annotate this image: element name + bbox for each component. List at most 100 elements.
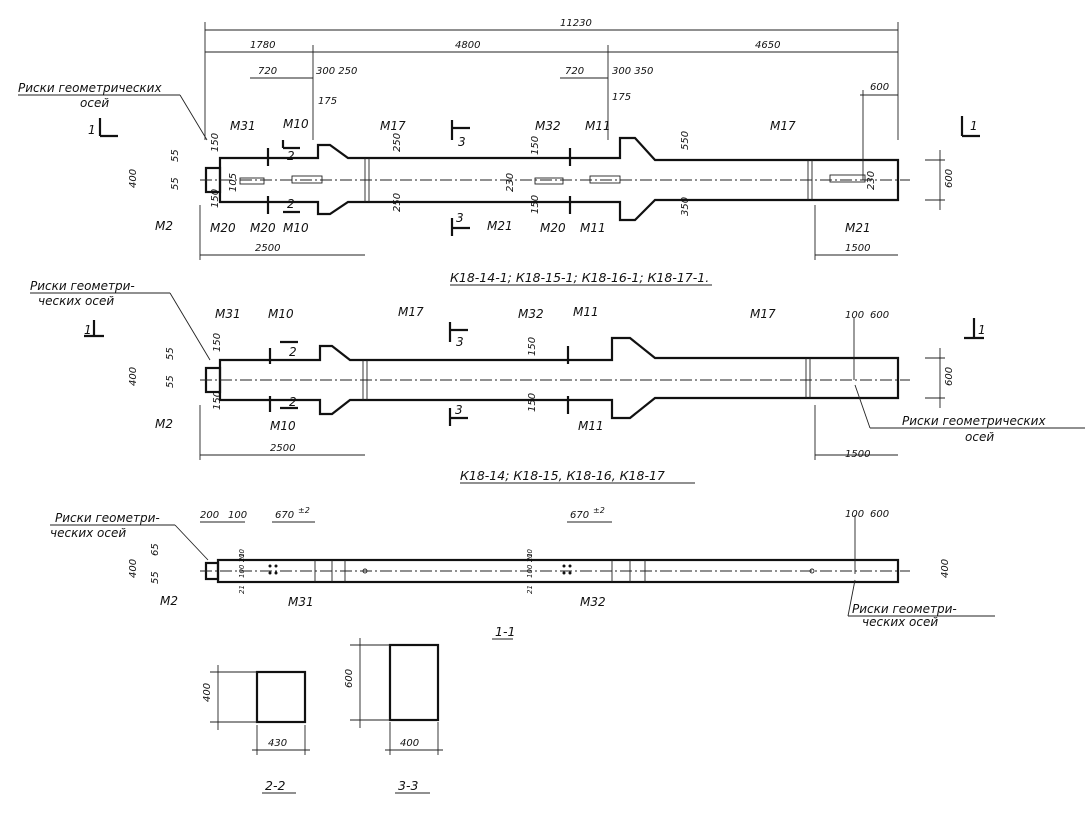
label-riski-5: Риски геометри- — [852, 602, 957, 616]
sec-3-d: 3 — [455, 403, 463, 417]
top-dimensions: 11230 1780 4800 4650 720 300 250 720 300… — [204, 18, 899, 140]
dim-400-v2: 400 — [128, 367, 139, 386]
dim-150-a: 150 — [210, 133, 221, 152]
label-m11-d: М11 — [578, 419, 604, 433]
sec-3-c: 3 — [456, 335, 464, 349]
section-3-3: 600 400 3-3 — [344, 638, 443, 794]
label-m31-a: М31 — [230, 119, 256, 133]
dim-600-b: 600 — [870, 310, 889, 321]
dim-105: 105 — [228, 173, 239, 192]
sec-1-left-b: 1 — [84, 323, 92, 337]
label-riski-1: Риски геометрических — [18, 81, 162, 95]
dim-21-a: 21 — [238, 553, 246, 562]
sec-1-left-a: 1 — [88, 123, 96, 137]
dim-85: 55 — [150, 571, 161, 584]
label-riski-2b: ческих осей — [38, 294, 114, 308]
dim-55-b: 55 — [170, 177, 181, 190]
label-m17-d: М17 — [750, 307, 776, 321]
dim-1500-a: 1500 — [845, 243, 870, 254]
section-3-3-title: 3-3 — [398, 778, 418, 793]
dim-670-a: 670 — [275, 510, 294, 521]
label-m20-b: М20 — [250, 221, 276, 235]
label-m11-c: М11 — [573, 305, 599, 319]
dim-2500-b: 2500 — [270, 443, 295, 454]
dim-600-s33v: 600 — [344, 669, 355, 688]
dim-670-b: 670 — [570, 510, 589, 521]
dim-550: 550 — [680, 131, 691, 150]
dim-1500-b: 1500 — [845, 449, 870, 460]
label-m10-b: М10 — [283, 221, 309, 235]
label-m17-b: М17 — [770, 119, 796, 133]
dim-21-d: 21 — [526, 585, 534, 594]
label-m31-b: М31 — [215, 307, 241, 321]
dim-430: 430 — [268, 738, 287, 749]
label-m17-c: М17 — [398, 305, 424, 319]
section-2-2-title: 2-2 — [265, 778, 285, 793]
label-riski-3: Риски геометрических — [902, 414, 1046, 428]
dim-150-h: 150 — [527, 393, 538, 412]
label-m2-b: М2 — [155, 417, 173, 431]
dim-600-top: 600 — [870, 82, 889, 93]
dim-4800: 4800 — [455, 40, 480, 51]
sec-3-a: 3 — [458, 135, 466, 149]
dim-100x2-b: 100 100 — [526, 549, 534, 578]
dim-250-a: 250 — [392, 133, 403, 152]
label-m11-a: М11 — [585, 119, 611, 133]
dim-400-v3a: 400 — [128, 559, 139, 578]
dim-tol-a: ±2 — [298, 506, 310, 515]
view-3-side: 200 100 670 ±2 670 ±2 100 600 400 400 65… — [50, 506, 995, 640]
view-2-title: К18-14; К18-15, К18-16, К18-17 — [460, 468, 665, 483]
sec-1-right-a: 1 — [970, 119, 978, 133]
dim-230-b: 230 — [866, 171, 877, 190]
label-riski-2: Риски геометри- — [30, 279, 135, 293]
label-m10-a: М10 — [283, 117, 309, 131]
dim-230-a: 230 — [505, 173, 516, 192]
dim-400-s33h: 400 — [400, 738, 419, 749]
dim-100-b: 100 — [228, 510, 247, 521]
dim-200: 200 — [200, 510, 219, 521]
label-m21-a: М21 — [487, 219, 513, 233]
label-m10-d: М10 — [270, 419, 296, 433]
label-m32-b: М32 — [518, 307, 544, 321]
view-1-title: К18-14-1; К18-15-1; К18-16-1; К18-17-1. — [450, 270, 709, 285]
label-m20-c: М20 — [540, 221, 566, 235]
dim-100-c: 100 — [845, 509, 864, 520]
view-2-beam: 2500 1500 100 600 600 400 55 55 150 150 … — [30, 279, 1085, 484]
dim-55-d: 55 — [165, 375, 176, 388]
dim-100x2-a: 100 100 — [238, 549, 246, 578]
label-riski-3b: осей — [965, 430, 994, 444]
dim-600-v2: 600 — [944, 367, 955, 386]
dim-150-c: 150 — [530, 136, 541, 155]
dim-400-v3b: 400 — [940, 559, 951, 578]
label-m20-a: М20 — [210, 221, 236, 235]
label-m32-c: М32 — [580, 595, 606, 609]
sec-3-b: 3 — [456, 211, 464, 225]
label-m2-c: М2 — [160, 594, 178, 608]
label-riski-4b: ческих осей — [50, 526, 126, 540]
dim-250-b: 250 — [392, 193, 403, 212]
label-m21-b: М21 — [845, 221, 871, 235]
dim-150-b: 150 — [210, 189, 221, 208]
label-m31-c: М31 — [288, 595, 314, 609]
section-2-2: 400 430 2-2 — [202, 665, 310, 794]
label-m10-c: М10 — [268, 307, 294, 321]
dim-600-v1: 600 — [944, 169, 955, 188]
view-1-beam: 2500 1500 600 400 55 55 150 150 105 250 … — [18, 81, 980, 286]
dim-175-b: 175 — [612, 92, 631, 103]
dim-150-g: 150 — [527, 337, 538, 356]
dim-350: 350 — [680, 197, 691, 216]
label-riski-4: Риски геометри- — [55, 511, 160, 525]
dim-150-e: 150 — [212, 333, 223, 352]
view-3-title: 1-1 — [495, 624, 515, 639]
dim-600-c: 600 — [870, 509, 889, 520]
dim-150-d: 150 — [530, 195, 541, 214]
sec-2-b: 2 — [287, 197, 295, 211]
dim-tol-b: ±2 — [593, 506, 605, 515]
dim-150-f: 150 — [212, 391, 223, 410]
dim-55-c: 55 — [165, 347, 176, 360]
sec-1-right-b: 1 — [978, 323, 986, 337]
dim-720-left: 720 — [258, 66, 277, 77]
sec-2-d: 2 — [289, 395, 297, 409]
label-m2-a: М2 — [155, 219, 173, 233]
